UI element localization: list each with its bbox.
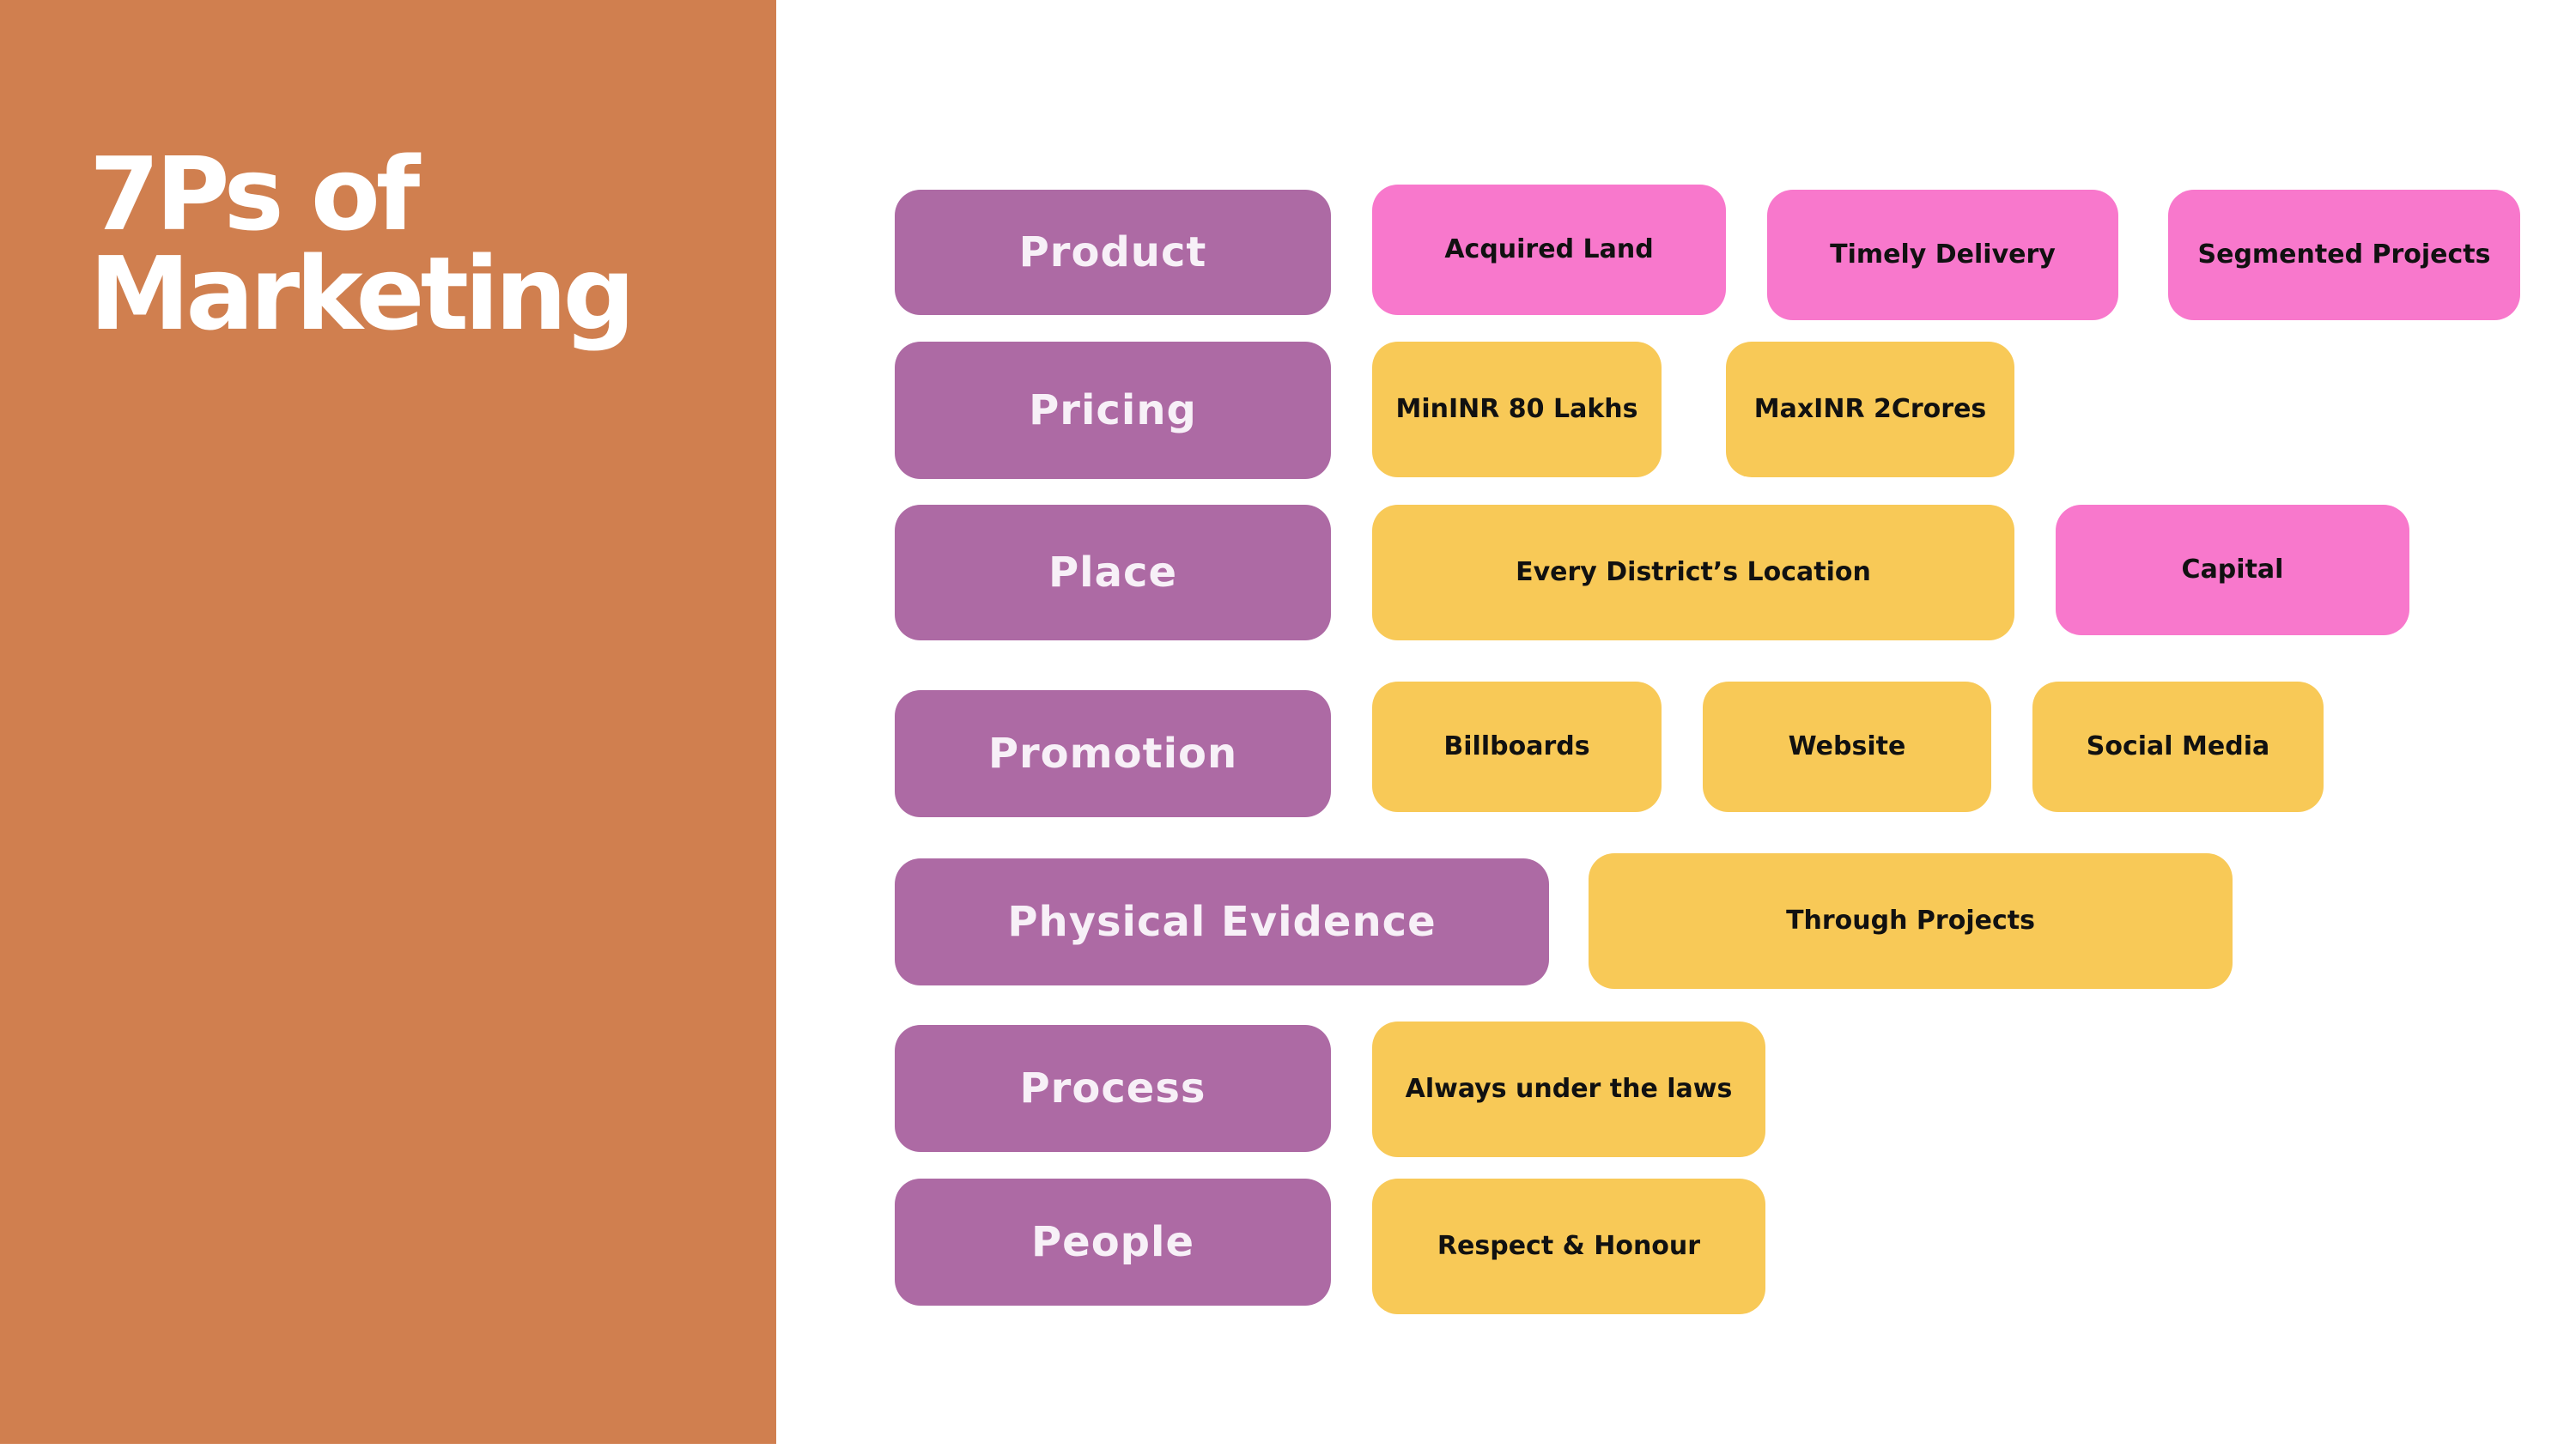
value-text: Timely Delivery <box>1830 239 2056 270</box>
category-pricing: Pricing <box>895 342 1331 479</box>
value-text: Social Media <box>2086 731 2270 761</box>
value-box: Website <box>1703 682 1991 812</box>
value-text: Segmented Projects <box>2197 239 2491 270</box>
value-text: Billboards <box>1443 731 1590 761</box>
value-box: Always under the laws <box>1372 1022 1765 1157</box>
value-text: Website <box>1788 731 1906 761</box>
category-product: Product <box>895 190 1331 315</box>
value-box: Social Media <box>2032 682 2324 812</box>
value-text: Acquired Land <box>1444 234 1654 264</box>
title-line-2: Marketing <box>89 234 635 353</box>
value-text: INR 80 Lakhs <box>1448 394 1638 424</box>
value-text: INR 2Crores <box>1814 394 1987 424</box>
value-text: Through Projects <box>1786 906 2035 936</box>
value-text: Always under the laws <box>1405 1074 1733 1104</box>
value-box: Segmented Projects <box>2168 190 2520 320</box>
value-box: Every District’s Location <box>1372 505 2014 640</box>
value-box: Respect & Honour <box>1372 1179 1765 1314</box>
category-physical-evidence: Physical Evidence <box>895 858 1549 985</box>
value-text: Every District’s Location <box>1516 557 1871 587</box>
category-promotion: Promotion <box>895 690 1331 817</box>
value-text: Max <box>1753 394 1814 424</box>
value-box: Timely Delivery <box>1767 190 2118 320</box>
value-box: Capital <box>2056 505 2409 635</box>
category-place: Place <box>895 505 1331 640</box>
side-panel: 7Ps of Marketing <box>0 0 776 1444</box>
title-line-1: 7Ps of <box>89 135 420 253</box>
value-text: Capital <box>2181 555 2284 585</box>
page-title: 7Ps of Marketing <box>89 135 635 353</box>
category-people: People <box>895 1179 1331 1306</box>
value-box: Through Projects <box>1589 853 2233 989</box>
category-process: Process <box>895 1025 1331 1152</box>
value-text: Respect & Honour <box>1437 1231 1701 1261</box>
value-box: Acquired Land <box>1372 185 1726 315</box>
value-box: Billboards <box>1372 682 1662 812</box>
value-text: Min <box>1395 394 1449 424</box>
